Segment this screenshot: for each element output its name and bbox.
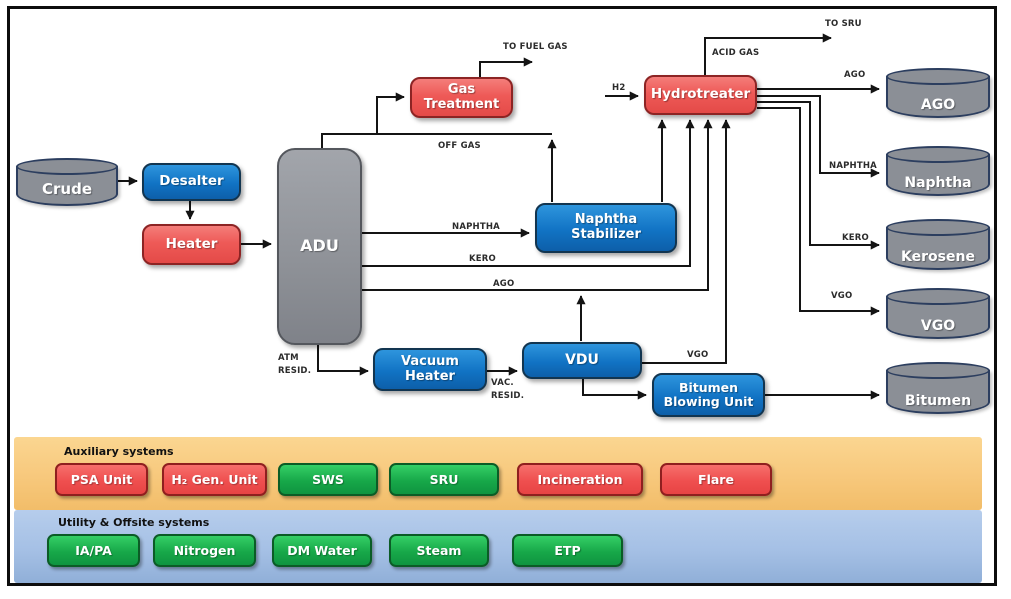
tank-crude-label: Crude	[42, 180, 92, 198]
unit-adu: ADU	[277, 148, 362, 345]
line-adu-kero-to-hydrotreater	[362, 119, 695, 267]
util-button-dm-water[interactable]: DM Water	[272, 534, 372, 567]
tank-ago: AGO	[886, 68, 990, 118]
unit-desalter-label: Desalter	[159, 173, 224, 190]
aux-button-sws[interactable]: SWS	[278, 463, 378, 496]
unit-vdu-label: VDU	[565, 352, 599, 369]
auxiliary-systems-title: Auxiliary systems	[64, 445, 174, 458]
unit-hydrotreater-label: Hydrotreater	[650, 86, 751, 103]
tank-kerosene: Kerosene	[886, 219, 990, 270]
unit-vacuum-heater-label: Vacuum Heater	[401, 353, 459, 384]
stream-label-to-sru: TO SRU	[825, 19, 862, 29]
line-offgas-to-gas-treatment	[376, 92, 405, 134]
line-offgas-header	[321, 133, 552, 149]
auxiliary-systems-band: Auxiliary systems PSA Unit H₂ Gen. Unit …	[14, 437, 982, 510]
aux-button-psa-unit[interactable]: PSA Unit	[55, 463, 148, 496]
unit-heater: Heater	[142, 224, 241, 265]
unit-bitumen-blowing-unit: Bitumen Blowing Unit	[652, 373, 765, 417]
unit-bitumen-blowing-unit-label: Bitumen Blowing Unit	[663, 379, 754, 409]
util-button-etp[interactable]: ETP	[512, 534, 623, 567]
tank-bitumen-cap	[886, 362, 990, 379]
unit-gas-treatment: Gas Treatment	[410, 77, 513, 118]
tank-crude-cap	[16, 158, 118, 175]
line-adu-ago-to-hydrotreater	[362, 119, 713, 291]
unit-heater-label: Heater	[165, 235, 218, 252]
line-vdu-vgo-to-hydrotreater	[642, 119, 731, 364]
stream-label-vac-resid: VAC. RESID.	[491, 378, 525, 401]
stream-label-ago-feed: AGO	[493, 279, 515, 289]
stream-label-to-fuel-gas: TO FUEL GAS	[503, 42, 568, 52]
stream-label-ago-product: AGO	[844, 70, 866, 80]
unit-desalter: Desalter	[142, 163, 241, 201]
stream-label-kero-feed: KERO	[469, 254, 496, 264]
tank-bitumen: Bitumen	[886, 362, 990, 414]
stream-label-vgo-feed: VGO	[687, 350, 709, 360]
line-hydrotreater-to-naphtha-tank	[757, 95, 880, 178]
util-button-nitrogen[interactable]: Nitrogen	[153, 534, 256, 567]
aux-button-incineration[interactable]: Incineration	[517, 463, 643, 496]
stream-label-naphtha-product: NAPHTHA	[829, 161, 877, 171]
line-adu-atm-resid-to-vacuum-heater	[317, 345, 369, 376]
tank-crude: Crude	[16, 158, 118, 206]
util-button-iapa[interactable]: IA/PA	[47, 534, 140, 567]
tank-vgo-label: VGO	[920, 318, 956, 334]
tank-naphtha: Naphtha	[886, 146, 990, 196]
aux-button-sru[interactable]: SRU	[389, 463, 499, 496]
tank-kerosene-label: Kerosene	[901, 249, 975, 265]
unit-naphtha-stabilizer: Naphtha Stabilizer	[535, 203, 677, 253]
stream-label-kero-product: KERO	[842, 233, 869, 243]
tank-vgo-cap	[886, 288, 990, 305]
unit-vdu: VDU	[522, 342, 642, 379]
unit-hydrotreater: Hydrotreater	[644, 75, 757, 115]
tank-vgo: VGO	[886, 288, 990, 339]
stream-label-off-gas: OFF GAS	[438, 141, 481, 151]
tank-bitumen-label: Bitumen	[904, 393, 972, 409]
line-acid-gas-to-sru	[704, 33, 832, 75]
tank-ago-cap	[886, 68, 990, 85]
utility-offsite-title: Utility & Offsite systems	[58, 516, 210, 529]
stream-label-h2: H2	[612, 83, 626, 93]
unit-adu-label: ADU	[300, 236, 339, 256]
tank-kerosene-cap	[886, 219, 990, 236]
util-button-steam[interactable]: Steam	[389, 534, 489, 567]
line-gas-treatment-to-fuel-gas	[479, 57, 533, 77]
line-vdu-to-bitumen-blowing-unit	[582, 378, 647, 400]
unit-gas-treatment-label: Gas Treatment	[423, 81, 500, 112]
tank-naphtha-cap	[886, 146, 990, 163]
aux-button-flare[interactable]: Flare	[660, 463, 772, 496]
unit-naphtha-stabilizer-label: Naphtha Stabilizer	[571, 212, 641, 242]
line-hydrotreater-to-kerosene-tank	[757, 101, 880, 250]
aux-button-h2-gen-unit[interactable]: H₂ Gen. Unit	[162, 463, 267, 496]
line-hydrotreater-to-vgo-tank	[757, 107, 880, 316]
unit-vacuum-heater: Vacuum Heater	[373, 348, 487, 391]
tank-ago-label: AGO	[920, 97, 956, 113]
stream-label-atm-resid: ATM RESID.	[278, 353, 312, 376]
stream-label-naphtha-feed: NAPHTHA	[452, 222, 500, 232]
tank-naphtha-label: Naphtha	[904, 175, 972, 191]
stream-label-vgo-product: VGO	[831, 291, 853, 301]
stream-label-acid-gas: ACID GAS	[712, 48, 760, 58]
utility-offsite-band: Utility & Offsite systems IA/PA Nitrogen…	[14, 510, 982, 583]
